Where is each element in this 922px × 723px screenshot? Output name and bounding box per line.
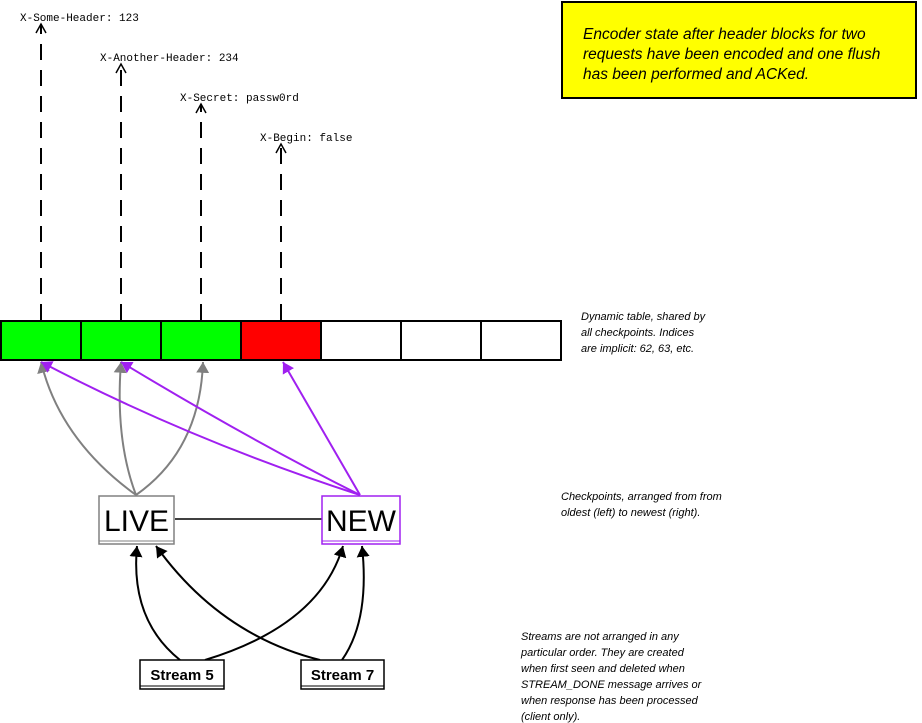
header-label-x-another-header: X-Another-Header: 234 bbox=[100, 53, 239, 65]
header-label-x-secret: X-Secret: passw0rd bbox=[180, 93, 299, 105]
header-label-x-begin: X-Begin: false bbox=[260, 133, 352, 145]
stream5-to-new-arrow bbox=[204, 545, 347, 661]
stream-5: Stream 5 bbox=[139, 659, 225, 690]
stream-7-label: Stream 7 bbox=[311, 667, 374, 684]
live-checkpoint-arrows bbox=[37, 361, 210, 496]
new-to-entry-arrow bbox=[40, 361, 361, 496]
stream-5-label: Stream 5 bbox=[150, 667, 213, 684]
checkpoint-new: NEW bbox=[321, 495, 401, 545]
live-to-entry-arrow bbox=[113, 361, 137, 496]
stream7-to-live-arrow bbox=[155, 545, 321, 661]
stream-arrows bbox=[129, 545, 370, 661]
checkpoint-live-label: LIVE bbox=[104, 505, 169, 538]
dynamic-table-cell-acked bbox=[0, 320, 82, 361]
checkpoint-live: LIVE bbox=[98, 495, 175, 545]
dynamic-table bbox=[0, 320, 562, 361]
dynamic-table-note: Dynamic table, shared by all checkpoints… bbox=[581, 311, 708, 355]
new-to-entry-arrow bbox=[120, 361, 361, 496]
live-to-entry-arrow bbox=[37, 361, 137, 496]
header-label-x-some-header: X-Some-Header: 123 bbox=[20, 13, 139, 25]
header-pointer-arrows bbox=[35, 22, 287, 320]
dynamic-table-cell-acked bbox=[80, 320, 162, 361]
streams-note: Streams are not arranged in any particul… bbox=[520, 631, 704, 723]
live-to-entry-arrow bbox=[135, 361, 210, 496]
checkpoint-new-label: NEW bbox=[326, 505, 397, 538]
dynamic-table-cell-new bbox=[240, 320, 322, 361]
dynamic-table-cell-empty bbox=[480, 320, 562, 361]
stream-7: Stream 7 bbox=[300, 659, 385, 690]
new-checkpoint-arrows bbox=[40, 361, 361, 496]
dynamic-table-cell-acked bbox=[160, 320, 242, 361]
new-to-entry-arrow bbox=[282, 361, 361, 496]
stream7-to-new-arrow bbox=[341, 545, 370, 661]
dynamic-table-cell-empty bbox=[400, 320, 482, 361]
encoder-state-callout-text: Encoder state after header blocks for tw… bbox=[583, 26, 881, 83]
stream5-to-live-arrow bbox=[129, 545, 181, 661]
checkpoints-note: Checkpoints, arranged from from oldest (… bbox=[561, 491, 725, 519]
encoder-state-callout: Encoder state after header blocks for tw… bbox=[561, 1, 917, 99]
dynamic-table-cell-empty bbox=[320, 320, 402, 361]
